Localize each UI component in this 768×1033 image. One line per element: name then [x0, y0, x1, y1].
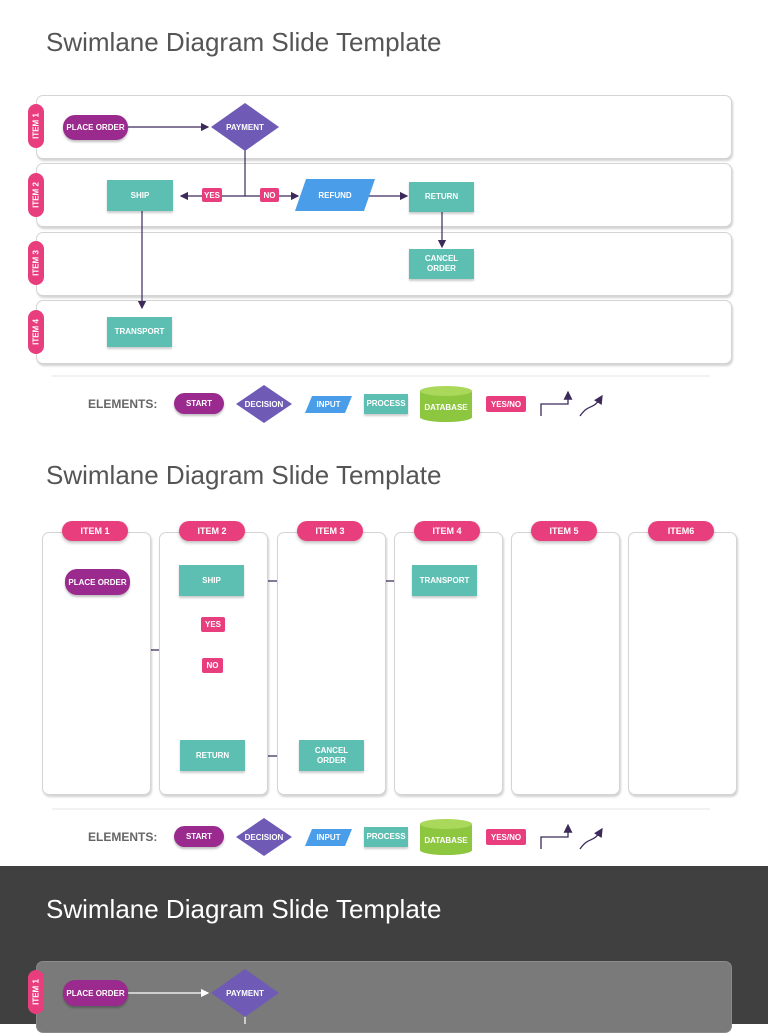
slide1-transport-process: TRANSPORT: [107, 317, 172, 347]
slide2-place-order-start: PLACE ORDER: [65, 569, 130, 595]
legend2-database: DATABASE: [424, 835, 468, 845]
slide3-place-order-start: PLACE ORDER: [63, 980, 128, 1006]
slide1-lane-tab-1: ITEM 1: [28, 104, 44, 148]
legend1-input: INPUT: [316, 400, 341, 409]
slide2-lane-tab-3: ITEM 3: [297, 521, 363, 541]
legend2-start: START: [174, 826, 224, 847]
slide1-return-process: RETURN: [409, 182, 474, 212]
slide3-connectors: [128, 969, 279, 1024]
slide2-lane-tab-4: ITEM 4: [414, 521, 480, 541]
slide1-lane-tab-4: ITEM 4: [28, 310, 44, 354]
slide2-yes-tag: YES: [201, 617, 225, 632]
slide1-title: Swimlane Diagram Slide Template: [46, 27, 442, 57]
slide3-payment-decision: PAYMENT: [226, 988, 264, 998]
slide2-return-process: RETURN: [180, 740, 245, 771]
legend1-decision: DECISION: [244, 399, 284, 409]
slide2-lane-tab-1: ITEM 1: [62, 521, 128, 541]
slide2-lane-tab-5: ITEM 5: [531, 521, 597, 541]
legend2-process: PROCESS: [364, 827, 408, 847]
legend2-input: INPUT: [316, 833, 341, 842]
legend2-label: ELEMENTS:: [88, 830, 158, 844]
slide1-lane-3: [36, 232, 732, 296]
slide1-place-order-start: PLACE ORDER: [63, 115, 128, 140]
legend1-label: ELEMENTS:: [88, 397, 158, 411]
slide2-ship-process: SHIP: [179, 565, 244, 596]
slide1-lane-tab-2: ITEM 2: [28, 173, 44, 217]
slide2-cancel-order-process: CANCEL ORDER: [299, 740, 364, 771]
slide2-lane-5: [511, 532, 620, 795]
slide2-lane-tab-2: ITEM 2: [179, 521, 245, 541]
slide1-payment-decision: PAYMENT: [226, 122, 264, 132]
legend2-yesno: YES/NO: [486, 829, 526, 845]
slide2-lane-tab-6: ITEM6: [648, 521, 714, 541]
slide1-refund-input: REFUND: [318, 190, 352, 200]
slide3-title: Swimlane Diagram Slide Template: [46, 894, 442, 924]
slide1-lane-tab-3: ITEM 3: [28, 241, 44, 285]
legend1-yesno: YES/NO: [486, 396, 526, 412]
slide2-payment-decision: PAYMENT: [77, 645, 115, 655]
legend1-database: DATABASE: [424, 402, 468, 412]
slide1-no-tag: NO: [260, 188, 279, 202]
slide2-refund-input: REFUND: [196, 699, 230, 709]
slide1-ship-process: SHIP: [107, 180, 173, 211]
slide2-no-tag: NO: [202, 658, 223, 673]
legend1-start: START: [174, 393, 224, 414]
slide1-yes-tag: YES: [202, 188, 222, 202]
slide2-title: Swimlane Diagram Slide Template: [46, 460, 442, 490]
slide3-lane-tab-1: ITEM 1: [28, 970, 44, 1014]
slide1-cancel-order-process: CANCEL ORDER: [409, 249, 474, 279]
slide2-lane-6: [628, 532, 737, 795]
legend1-process: PROCESS: [364, 394, 408, 414]
slide3: Swimlane Diagram Slide Template ITEM 1 P…: [0, 866, 768, 1033]
slide2-transport-process: TRANSPORT: [412, 565, 477, 596]
legend2-decision: DECISION: [244, 832, 284, 842]
